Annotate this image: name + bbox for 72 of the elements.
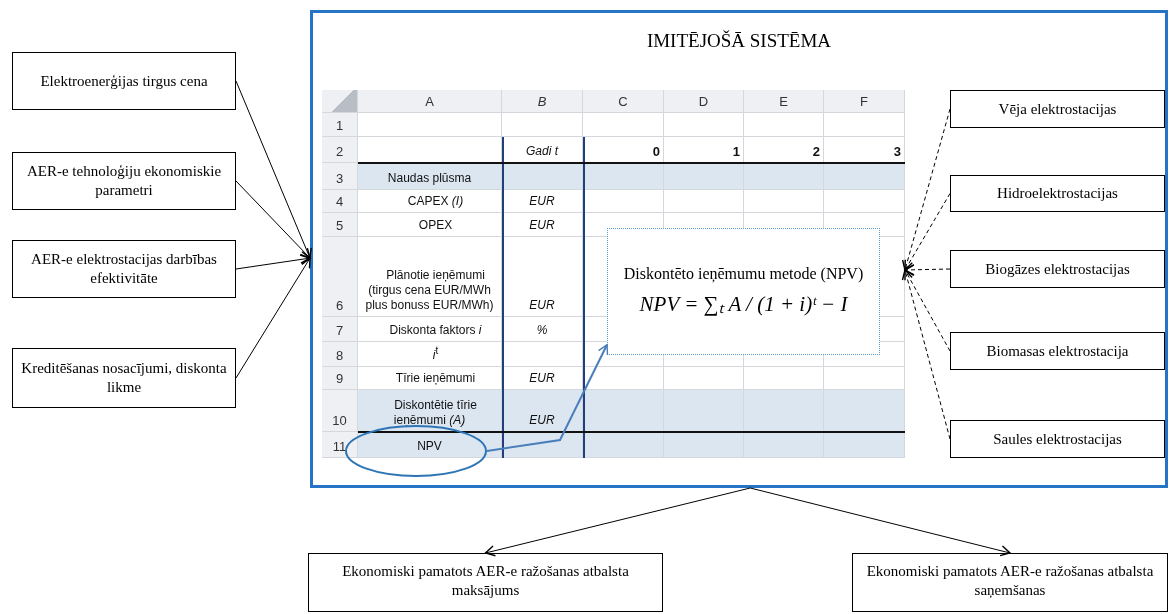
table-cell: i$^{t}$ (358, 342, 502, 367)
system-frame (310, 10, 1168, 488)
plant-type-box (950, 90, 1165, 128)
box-text: Hidroelektrostacijas (996, 184, 1119, 203)
frame-title: IMITĒJOŠĀ SISTĒMA (645, 31, 833, 50)
arrow (235, 253, 311, 270)
formula-box (607, 228, 880, 355)
row-header: 2 (322, 137, 358, 163)
table-cell: EUR (502, 237, 583, 317)
dashed-arrow (904, 264, 951, 276)
table-cell: EUR (502, 367, 583, 390)
arrow (484, 487, 751, 557)
row-header: 6 (322, 237, 358, 317)
dashed-arrow (901, 269, 951, 440)
box-text: Biomasas elektrostacija (985, 341, 1130, 361)
row-header: 1 (322, 113, 358, 137)
table-cell: Plānotie ieņēmumi (tirgus cena EUR/MWh plus bonuss EUR/MWh) (358, 237, 502, 317)
table-cell: Diskonta faktors i (358, 317, 502, 342)
row-header: 9 (322, 367, 358, 390)
table-cell: CAPEX (I) (358, 190, 502, 213)
factor-box (12, 52, 236, 110)
row-header: 10 (322, 390, 358, 432)
row-header: 3 (322, 163, 358, 190)
row-header: 7 (322, 317, 358, 342)
arrow (235, 80, 312, 259)
box-text: Saules elektrostacijas (992, 429, 1123, 449)
dashed-arrow (904, 269, 951, 352)
table-cell: OPEX (358, 213, 502, 237)
row-header: 5 (322, 213, 358, 237)
table-cell: EUR (502, 190, 583, 213)
formula-text: NPV = ∑ₜ A / (1 + i)ᵗ − I (638, 291, 849, 318)
factor-box (12, 152, 236, 210)
box-text: AER-e elektrostacijas darbības efektivitāte (30, 250, 218, 288)
table-cell: EUR (502, 390, 583, 432)
spreadsheet-table (322, 90, 905, 458)
result-box (852, 553, 1168, 612)
factor-box (12, 348, 236, 408)
table-cell: Naudas plūsma (358, 163, 502, 190)
table-cell: EUR (502, 213, 583, 237)
box-text: Kreditēšanas nosacījumi, diskonta likme (20, 359, 228, 397)
plant-type-box (950, 332, 1165, 370)
plant-type-box (950, 250, 1165, 288)
box-text: Ekonomiski pamatots AER-e ražošanas atbalsta maksājums (341, 562, 630, 600)
box-text: Vēja elektrostacijas (997, 99, 1118, 119)
plant-type-box (950, 420, 1165, 458)
arrow (235, 257, 311, 379)
table-cell: % (502, 317, 583, 342)
column-header: C (583, 90, 664, 113)
box-text: AER-e tehnoloģiju ekonomiskie parametri (25, 162, 223, 200)
box-text: Biogāzes elektrostacijas (984, 259, 1131, 279)
formula-heading: Diskontēto ieņēmumu metode (NPV) (622, 264, 865, 283)
column-header: B (502, 90, 583, 113)
row-header: 4 (322, 190, 358, 213)
factor-box (12, 240, 236, 298)
plant-type-box (950, 175, 1165, 212)
column-header: D (664, 90, 744, 113)
column-header: F (824, 90, 905, 113)
table-cell: Diskontētie tīrie ieņēmumi (A) (358, 390, 502, 432)
highlight-ellipse (345, 425, 487, 477)
arrow (486, 343, 609, 452)
row-header: 11 (322, 432, 358, 458)
dashed-arrow (901, 108, 951, 271)
arrow (235, 180, 311, 259)
box-text: Ekonomiski pamatots AER-e ražošanas atbalsta saņemšanas (865, 562, 1155, 600)
column-header: E (744, 90, 824, 113)
table-cell: Tīrie ieņēmumi (358, 367, 502, 390)
result-box (308, 553, 663, 612)
box-text: Elektroenerģijas tirgus cena (39, 71, 209, 91)
dashed-arrow (904, 193, 951, 271)
row-header: 8 (322, 342, 358, 367)
column-header: A (358, 90, 502, 113)
arrow (749, 487, 1011, 557)
